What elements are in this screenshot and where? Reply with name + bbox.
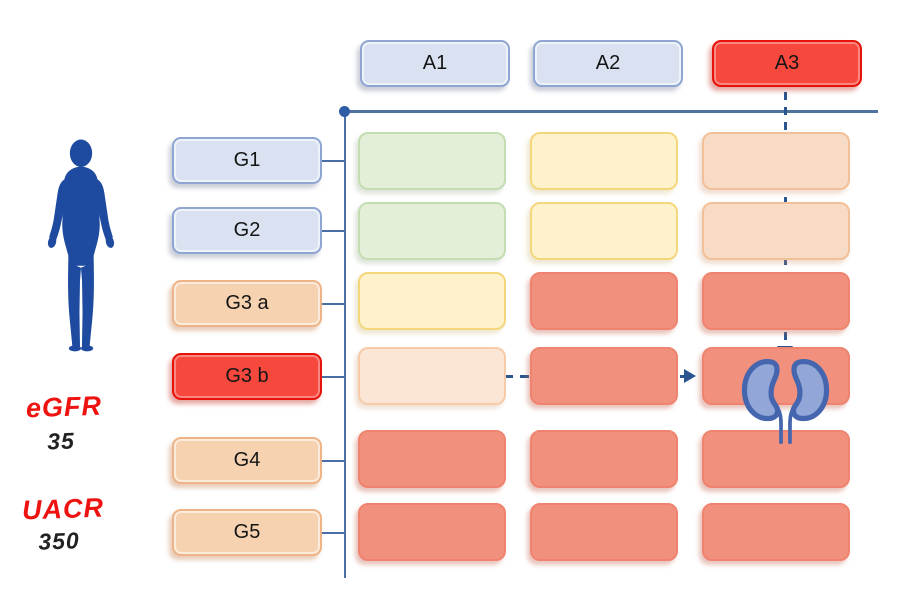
gfr-tick-G4 bbox=[322, 460, 346, 462]
gfr-label-G4: G4 bbox=[172, 437, 322, 484]
albuminuria-axis-line bbox=[345, 110, 878, 113]
gfr-label-G5: G5 bbox=[172, 509, 322, 556]
egfr-label: eGFR bbox=[25, 390, 103, 424]
gfr-tick-G2 bbox=[322, 230, 346, 232]
risk-cell-G5-A1 bbox=[358, 503, 506, 561]
egfr-value: 35 bbox=[46, 427, 76, 455]
human-silhouette-icon bbox=[47, 139, 115, 352]
gfr-label-G3a: G3 a bbox=[172, 280, 322, 327]
g3b-arrowhead-icon bbox=[684, 369, 696, 383]
gfr-label-G3b: G3 b bbox=[172, 353, 322, 400]
albuminuria-header-A2: A2 bbox=[533, 40, 683, 87]
risk-cell-G4-A3 bbox=[702, 430, 850, 488]
risk-cell-G4-A1 bbox=[358, 430, 506, 488]
risk-cell-G4-A2 bbox=[530, 430, 678, 488]
risk-cell-G2-A1 bbox=[358, 202, 506, 260]
risk-cell-G3a-A2 bbox=[530, 272, 678, 330]
gfr-tick-G3b bbox=[322, 376, 346, 378]
risk-cell-G3b-A1 bbox=[358, 347, 506, 405]
gfr-axis-line bbox=[344, 112, 346, 578]
kidney-icon bbox=[741, 359, 830, 444]
risk-cell-G3a-A1 bbox=[358, 272, 506, 330]
gfr-label-G1: G1 bbox=[172, 137, 322, 184]
gfr-tick-G1 bbox=[322, 160, 346, 162]
albuminuria-header-A3: A3 bbox=[712, 40, 862, 87]
risk-cell-G3a-A3 bbox=[702, 272, 850, 330]
risk-cell-G1-A2 bbox=[530, 132, 678, 190]
uacr-value: 350 bbox=[37, 527, 81, 555]
albuminuria-header-A1: A1 bbox=[360, 40, 510, 87]
risk-cell-G3b-A2 bbox=[530, 347, 678, 405]
risk-cell-G1-A1 bbox=[358, 132, 506, 190]
axis-origin-dot bbox=[339, 106, 350, 117]
risk-cell-G1-A3 bbox=[702, 132, 850, 190]
gfr-tick-G5 bbox=[322, 532, 346, 534]
gfr-tick-G3a bbox=[322, 303, 346, 305]
uacr-label: UACR bbox=[21, 492, 105, 526]
gfr-label-G2: G2 bbox=[172, 207, 322, 254]
risk-cell-G2-A2 bbox=[530, 202, 678, 260]
risk-cell-G5-A3 bbox=[702, 503, 850, 561]
risk-cell-G5-A2 bbox=[530, 503, 678, 561]
risk-cell-G2-A3 bbox=[702, 202, 850, 260]
